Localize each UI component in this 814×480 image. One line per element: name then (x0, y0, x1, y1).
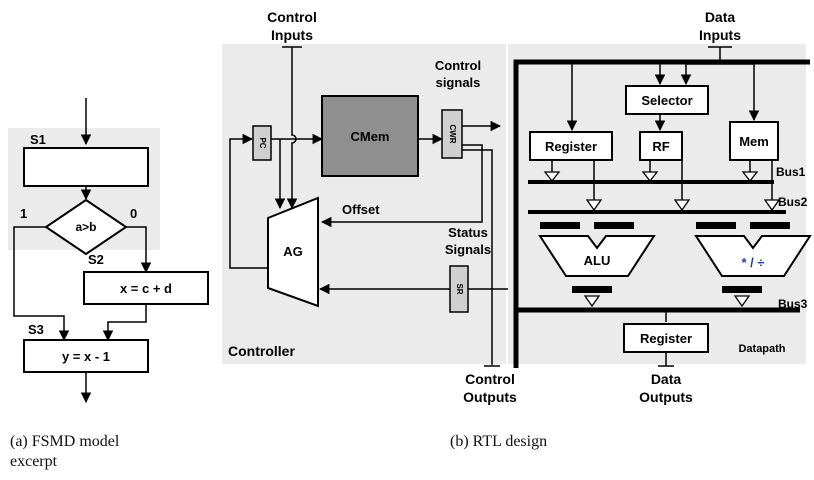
muldiv-operand-reg-a (696, 222, 736, 229)
alu-block (538, 235, 656, 277)
selector-block (625, 85, 709, 115)
register-top-label: Register (545, 139, 597, 154)
decision-diamond (44, 198, 128, 256)
mem-label: Mem (739, 134, 769, 149)
cwr-label: CWR (448, 124, 457, 143)
datapath-label: Datapath (738, 343, 785, 355)
control-outputs-wire (462, 149, 493, 365)
branch-false-label: 0 (130, 206, 137, 221)
muldiv-block (694, 235, 812, 277)
tristate-rf-bus1 (641, 171, 659, 183)
caption-a-line1: (a) FSMD model (10, 433, 120, 450)
data-inputs-label-2: Inputs (699, 27, 741, 43)
mem-block (729, 121, 779, 161)
register-top-block (529, 131, 613, 161)
caption-b: (b) RTL design (450, 433, 547, 450)
status-signals-label-2: Signals (445, 242, 491, 257)
branch-true-label: 1 (20, 206, 27, 221)
s2-to-s3-arrow (102, 304, 147, 342)
cwr-register (441, 109, 463, 159)
tristate-alu-bus3 (583, 295, 601, 308)
ag-to-pc-feedback (229, 133, 268, 269)
register-bottom-label: Register (640, 331, 692, 346)
tristate-muldiv-bus3 (733, 295, 751, 308)
state-s1-label: S1 (30, 132, 46, 147)
status-signals-label-1: Status (448, 225, 488, 240)
ag-label: AG (283, 244, 303, 259)
muldiv-label: * / ÷ (741, 255, 764, 270)
ag-block (267, 196, 319, 308)
tristate-register-bus1 (543, 171, 561, 183)
control-signals-label-1: Control (435, 58, 481, 73)
control-inputs-label-1: Control (267, 9, 317, 25)
offset-wire (320, 144, 483, 228)
data-outputs-label-1: Data (651, 371, 682, 387)
data-inputs-label-1: Data (705, 9, 736, 25)
pc-label: PC (258, 137, 267, 148)
bus3-label: Bus3 (778, 297, 808, 311)
alu-operand-reg-b (594, 222, 634, 229)
bus1-label: Bus1 (776, 165, 806, 179)
selector-label: Selector (641, 93, 692, 108)
alu-label: ALU (584, 253, 611, 268)
control-inputs-label-2: Inputs (271, 27, 313, 43)
muldiv-result-register (722, 286, 762, 293)
tristate-mem-bus1 (741, 171, 759, 183)
rf-block (639, 131, 683, 161)
control-outputs-label-2: Outputs (463, 389, 517, 405)
fsmd-panel: S1 a>b 1 0 S2 x = c + d S3 y = x - 1 (a)… (8, 98, 209, 470)
cmem-block (321, 95, 419, 177)
controller-label: Controller (228, 343, 295, 359)
datapath-panel: Data Inputs Bus1 Bus2 Bus3 Selector Regi… (508, 9, 812, 405)
decision-condition: a>b (75, 220, 96, 234)
state-s3-label: S3 (28, 322, 44, 337)
s3-operation: y = x - 1 (62, 349, 110, 364)
alu-result-register (572, 286, 612, 293)
muldiv-operand-reg-b (750, 222, 790, 229)
control-outputs-label-1: Control (465, 371, 515, 387)
tristate-rf-bus2 (673, 199, 691, 212)
tristate-mem-bus2 (763, 199, 781, 212)
controller-panel: Control Inputs Control signals PC CMem C… (222, 9, 561, 405)
sr-label: SR (455, 283, 464, 294)
caption-a-line2: excerpt (10, 453, 58, 470)
data-outputs-label-2: Outputs (639, 389, 693, 405)
alu-operand-reg-a (540, 222, 580, 229)
true-branch-arrow (13, 226, 70, 342)
tristate-register-bus2 (585, 199, 603, 212)
offset-label: Offset (342, 202, 380, 217)
datapath-main-bus (513, 59, 810, 368)
s2-operation: x = c + d (120, 281, 172, 296)
cmem-label: CMem (350, 129, 389, 144)
rf-label: RF (652, 139, 669, 154)
control-signals-label-2: signals (436, 75, 481, 90)
register-bottom-block (623, 323, 709, 353)
state-s1-box (23, 147, 149, 187)
false-branch-arrow (126, 226, 152, 274)
state-s2-label: S2 (88, 252, 104, 267)
bus2-label: Bus2 (778, 195, 808, 209)
